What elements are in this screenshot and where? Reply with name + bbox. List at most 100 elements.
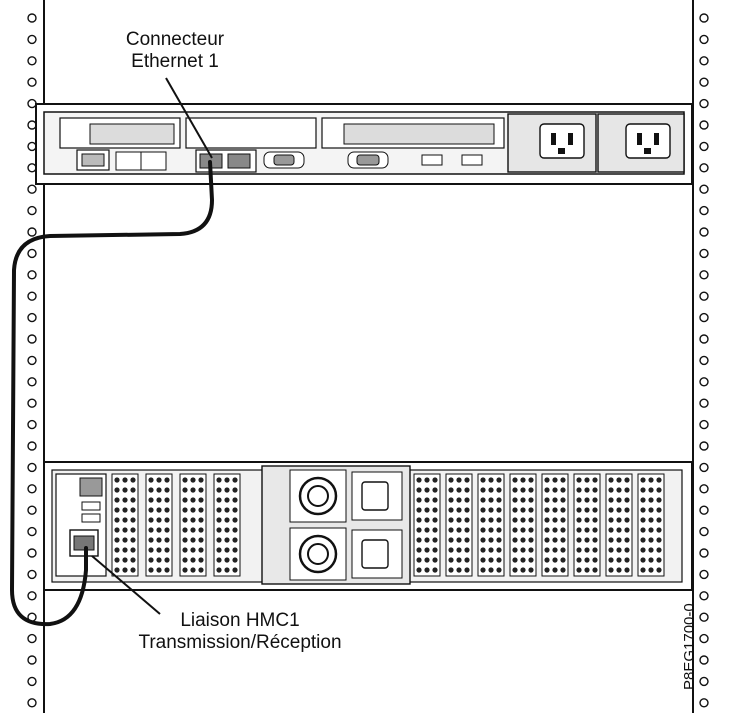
ethernet-cable (9, 160, 215, 627)
vent-hole (216, 537, 222, 543)
vent-hole (224, 497, 230, 503)
vent-hole (130, 537, 136, 543)
vent-hole (552, 497, 558, 503)
vent-hole (416, 517, 422, 523)
vent-hole (122, 477, 128, 483)
vent-hole (232, 477, 238, 483)
vent-hole (424, 547, 430, 553)
vent-hole (480, 517, 486, 523)
vent-hole (576, 537, 582, 543)
vent-hole (552, 557, 558, 563)
rack-hole (27, 120, 37, 130)
vent-hole (520, 507, 526, 513)
vent-hole (232, 527, 238, 533)
vent-hole (592, 517, 598, 523)
vent-hole (648, 537, 654, 543)
vent-hole (164, 547, 170, 553)
vent-hole (624, 537, 630, 543)
vent-hole (448, 517, 454, 523)
rack-hole (699, 77, 709, 87)
vent-hole (122, 527, 128, 533)
rack-hole (27, 141, 37, 152)
vent-hole (616, 487, 622, 493)
vent-hole (560, 507, 566, 513)
vent-hole (456, 487, 462, 493)
vent-hole (164, 557, 170, 563)
vent-hole (584, 477, 590, 483)
vent-hole (182, 487, 188, 493)
vent-hole (624, 477, 630, 483)
vent-hole (130, 527, 136, 533)
vent-hole (648, 497, 654, 503)
vent-hole (624, 497, 630, 503)
rack-hole (27, 441, 37, 451)
vent-hole (496, 507, 502, 513)
vent-hole (432, 557, 438, 563)
vent-hole (416, 557, 422, 563)
vent-hole (512, 517, 518, 523)
vent-hole (148, 507, 154, 513)
vent-hole (164, 517, 170, 523)
vent-hole (424, 487, 430, 493)
rack-hole (699, 270, 709, 280)
vent-hole (232, 507, 238, 513)
vent-hole (592, 567, 598, 573)
vent-hole (416, 567, 422, 573)
vent-hole (416, 487, 422, 493)
vent-hole (496, 567, 502, 573)
vent-hole (216, 497, 222, 503)
vent-hole (448, 547, 454, 553)
vent-hole (576, 547, 582, 553)
vent-hole (232, 487, 238, 493)
vent-hole (224, 537, 230, 543)
hmc-link-label: Liaison HMC1 Transmission/Réception (110, 610, 370, 654)
vent-hole (656, 557, 662, 563)
vent-hole (544, 567, 550, 573)
ethernet-connector-label-line2: Ethernet 1 (131, 51, 219, 72)
vent-hole (528, 497, 534, 503)
vent-hole (576, 517, 582, 523)
vent-hole (496, 477, 502, 483)
rack-hole (27, 419, 37, 430)
vent-hole (592, 507, 598, 513)
vent-hole (656, 537, 662, 543)
vent-hole (216, 527, 222, 533)
vent-hole (512, 557, 518, 563)
vent-hole (232, 517, 238, 523)
vent-hole (198, 507, 204, 513)
vent-hole (198, 487, 204, 493)
rack-hole (27, 633, 37, 644)
rack-hole (27, 355, 37, 366)
rack-hole (699, 227, 709, 237)
vent-hole (182, 527, 188, 533)
vent-hole (148, 547, 154, 553)
vent-hole (456, 547, 462, 553)
rack-hole (27, 334, 37, 344)
vent-hole (424, 567, 430, 573)
vent-hole (544, 497, 550, 503)
vent-hole (130, 547, 136, 553)
vent-hole (114, 567, 120, 573)
top-server (35, 103, 693, 185)
vent-hole (148, 567, 154, 573)
vent-hole (464, 557, 470, 563)
vent-hole (624, 517, 630, 523)
rack-hole (699, 291, 709, 301)
vent-hole (448, 497, 454, 503)
vent-hole (198, 547, 204, 553)
vent-hole (528, 477, 534, 483)
vent-hole (114, 557, 120, 563)
vent-hole (198, 517, 204, 523)
vent-hole (190, 547, 196, 553)
vent-hole (520, 557, 526, 563)
vent-hole (424, 477, 430, 483)
rack-hole (699, 120, 709, 130)
vent-hole (182, 567, 188, 573)
vent-hole (130, 557, 136, 563)
vent-hole (544, 507, 550, 513)
vent-hole (464, 547, 470, 553)
vent-hole (130, 477, 136, 483)
rack-hole (699, 676, 709, 687)
vent-hole (616, 517, 622, 523)
